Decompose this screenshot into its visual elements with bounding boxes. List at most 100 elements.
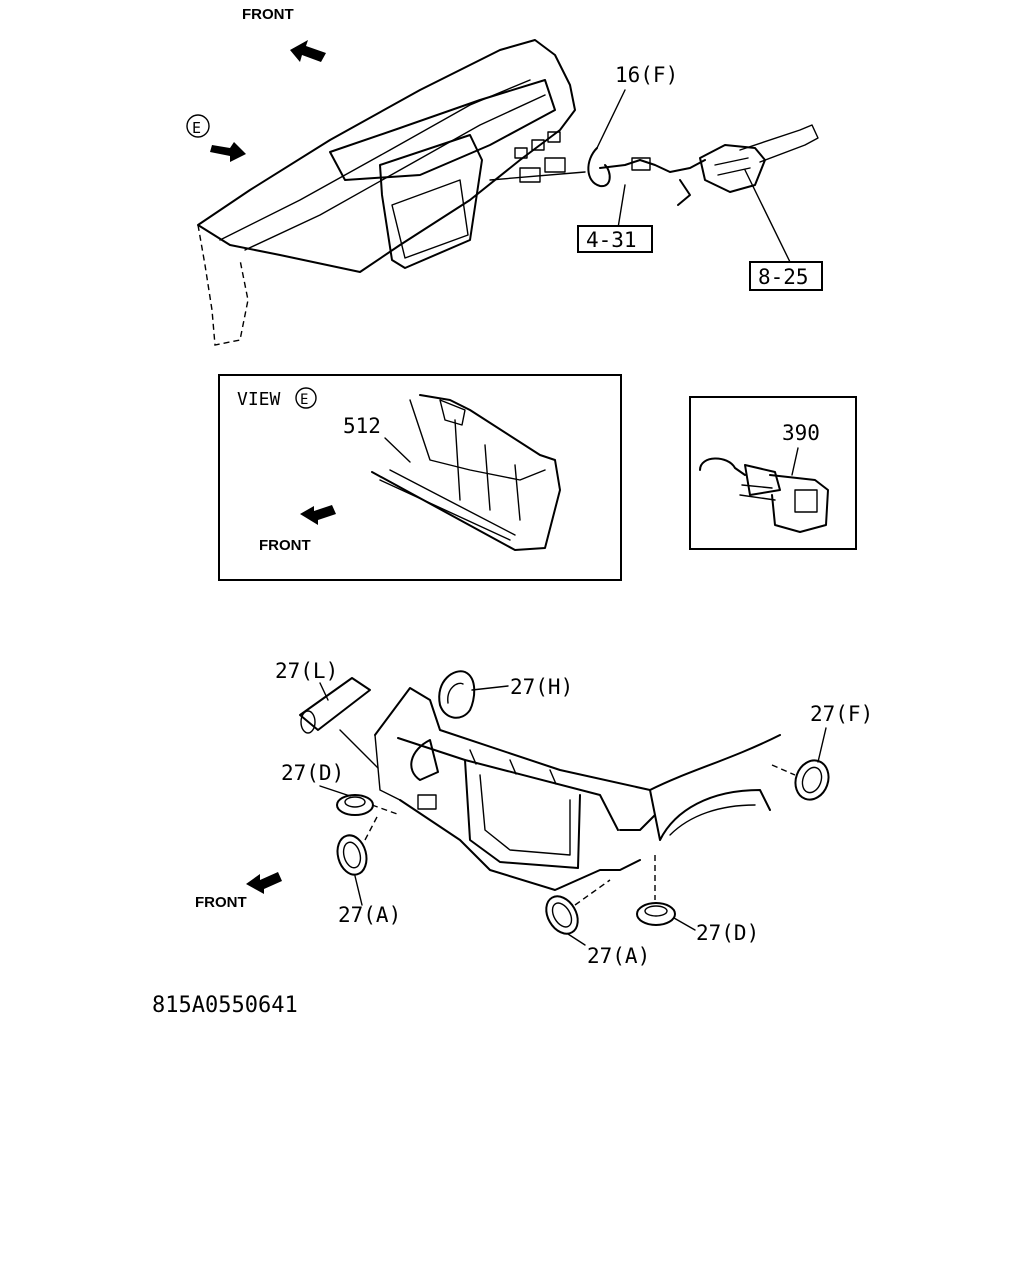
view-e-title-marker: E [300, 392, 308, 408]
harness-line [489, 171, 586, 181]
plug-27f-line [771, 764, 796, 776]
leader-512 [384, 437, 411, 463]
plug-27a-right [545, 895, 579, 935]
bracket-web [409, 399, 546, 481]
weatherstrip-end [300, 710, 316, 734]
upper-panel-slots [469, 749, 557, 785]
connector-frame [689, 396, 857, 550]
plug-27a-left [336, 834, 368, 876]
leader-27f [817, 727, 827, 763]
bracket-tab [439, 399, 466, 426]
callout-512: 512 [343, 414, 381, 438]
view-e-title-marker-icon [295, 387, 317, 409]
column-switch-body [699, 144, 766, 193]
dashboard-ridge [219, 79, 531, 241]
plug-27d-right-inner [644, 905, 668, 917]
fender-arch [654, 789, 771, 841]
meter-hood [329, 79, 556, 181]
left-pillar [374, 734, 401, 801]
leader-27d-left [319, 785, 351, 797]
harness-body [599, 159, 706, 173]
ref-label-8-25: 8-25 [758, 265, 809, 289]
callout-27l: 27(L) [275, 659, 338, 683]
plug-27d-left-line [371, 804, 401, 816]
switch-block-3 [547, 131, 561, 143]
callout-27d-right: 27(D) [696, 921, 759, 945]
front-arrow-view-icon [300, 505, 336, 525]
front-arrow-bottom-icon [246, 872, 282, 894]
top-assembly: FRONT E 16(F) 4-31 [186, 6, 823, 346]
plug-27a-right-inner [551, 902, 573, 928]
clip-16f [587, 147, 611, 188]
leader-4-31 [617, 184, 626, 229]
column-switch-detail [714, 157, 751, 176]
lower-frame [399, 799, 641, 891]
plug-27d-left-inner [344, 796, 366, 808]
connector-leads [739, 484, 776, 501]
plug-27a-left-line [364, 814, 379, 841]
leader-27d-right [673, 917, 696, 931]
view-e-panel: VIEW E 512 FRONT [218, 374, 622, 581]
upper-panel [374, 687, 656, 831]
leader-27l-2 [339, 729, 379, 769]
front-label-view: FRONT [259, 537, 311, 554]
switch-block-4 [519, 167, 541, 183]
harness-connector-1 [631, 157, 651, 171]
switch-block-2 [531, 139, 545, 151]
plug-27a-left-inner [342, 841, 362, 869]
plug-27f-inner [801, 766, 823, 794]
leader-390 [791, 447, 799, 476]
bottom-assembly: 27(L) 27(H) 27(F) 27(D) [195, 659, 873, 968]
front-label-top: FRONT [242, 6, 294, 23]
dashboard-end-panel [197, 224, 249, 346]
leader-27h [471, 685, 509, 691]
callout-27a-left: 27(A) [338, 903, 401, 927]
upper-panel-hole [410, 739, 439, 781]
view-e-marker-icon [186, 114, 210, 138]
dashboard-outline [197, 39, 576, 273]
switch-block-5 [544, 157, 566, 173]
callout-27f: 27(F) [810, 702, 873, 726]
connector-housing [769, 474, 829, 533]
callout-390: 390 [782, 421, 820, 445]
ref-box-8-25 [749, 261, 823, 291]
drawing-code: 815A0550641 [152, 993, 298, 1018]
plug-27f [794, 759, 830, 801]
switch-block-1 [514, 147, 528, 159]
ref-label-4-31: 4-31 [586, 228, 637, 252]
frame-opening [464, 759, 581, 869]
leader-8-25 [744, 169, 791, 263]
connector-face [794, 489, 818, 513]
view-e-arrow-icon [210, 142, 246, 162]
view-e-title: VIEW [237, 389, 281, 410]
leader-27a-right [567, 933, 586, 946]
harness-branch [677, 179, 691, 206]
callout-27h: 27(H) [510, 675, 573, 699]
view-e-marker: E [192, 119, 201, 137]
front-arrow-top-icon [290, 40, 326, 62]
callout-27d-left: 27(D) [281, 761, 344, 785]
fender-top [649, 734, 781, 791]
bracket-rail [379, 469, 516, 541]
meter-cluster-frame [379, 134, 483, 269]
plug-27h-inner [447, 682, 464, 704]
plug-27a-right-line [574, 879, 611, 906]
ref-box-4-31 [577, 225, 653, 253]
plug-27d-left [336, 794, 374, 816]
view-e-frame [218, 374, 622, 581]
plug-27d-right [636, 902, 676, 926]
dashboard-ridge-2 [244, 94, 546, 251]
leader-16f [596, 89, 626, 149]
bracket-outline [371, 394, 561, 551]
plug-27h [438, 670, 476, 719]
weatherstrip-27l [299, 677, 371, 731]
callout-27a-right: 27(A) [587, 944, 650, 968]
fender-arch-inner [669, 804, 756, 836]
frame-opening-inner [479, 774, 571, 856]
front-label-bottom: FRONT [195, 894, 247, 911]
bracket-ribs [454, 419, 521, 521]
connector-wire-loop [699, 457, 746, 476]
meter-cluster-window [391, 179, 469, 259]
left-bracket [417, 794, 437, 810]
